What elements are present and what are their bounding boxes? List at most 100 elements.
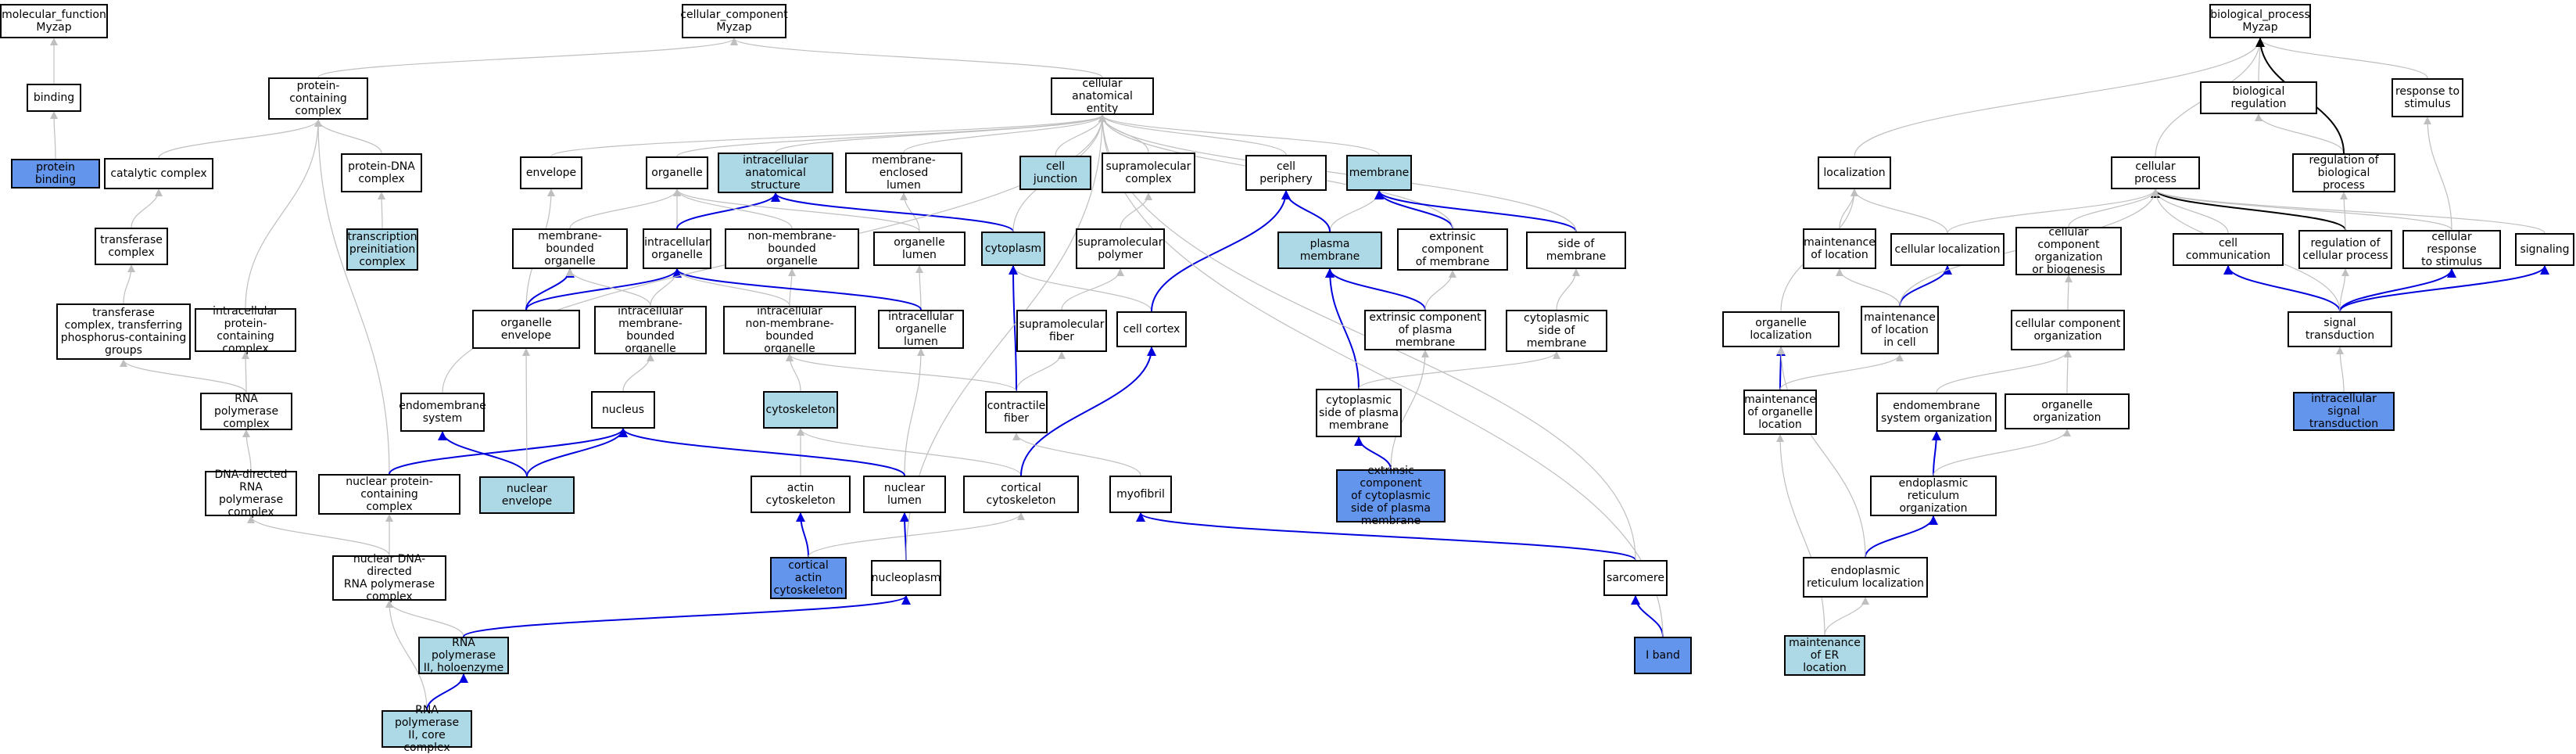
node-envelope[interactable]: envelope: [520, 156, 582, 189]
node-dna-directed-rna-polymerase-complex[interactable]: DNA-directed RNA polymerase complex: [205, 469, 297, 519]
node-sarcomere[interactable]: sarcomere: [1603, 560, 1668, 596]
node-intracellular-protein-containing-complex[interactable]: intracellular protein-containing complex: [195, 305, 296, 355]
edge-intracellular-signal-transduction-to-signal-transduction: [2336, 346, 2345, 393]
node-cell-periphery[interactable]: cell periphery: [1245, 155, 1327, 191]
node-cellular-anatomical-entity[interactable]: cellular anatomical entity: [1051, 77, 1154, 115]
node-cytoskeleton[interactable]: cytoskeleton: [763, 391, 838, 429]
node-protein-binding[interactable]: protein binding: [11, 159, 100, 188]
node-cytoplasm[interactable]: cytoplasm: [981, 232, 1045, 266]
node-intracellular-non-membrane-bounded-organelle[interactable]: intracellular non-membrane-bounded organ…: [723, 305, 856, 355]
node-cytoplasmic-side-of-membrane[interactable]: cytoplasmic side of membrane: [1506, 310, 1607, 352]
node-organelle-lumen[interactable]: organelle lumen: [873, 232, 966, 266]
node-rna-polymerase-ii-holoenzyme[interactable]: RNA polymerase II, holoenzyme: [418, 637, 509, 674]
node-contractile-fiber[interactable]: contractile fiber: [985, 391, 1048, 433]
edge-cc-organization-to-cc-org-biogenesis: [2064, 275, 2073, 311]
node-extrinsic-component-of-plasma-membrane[interactable]: extrinsic component of plasma membrane: [1364, 310, 1486, 350]
node-nuclear-protein-containing-complex[interactable]: nuclear protein-containing complex: [318, 474, 460, 515]
node-nuclear-dna-directed-rna-polymerase-complex[interactable]: nuclear DNA-directed RNA polymerase comp…: [332, 553, 446, 603]
node-transferase-complex-phosphorus[interactable]: transferase complex, transferring phosph…: [56, 303, 191, 360]
node-intracellular-signal-transduction[interactable]: intracellular signal transduction: [2293, 392, 2395, 431]
node-protein-dna-complex[interactable]: protein-DNA complex: [341, 153, 422, 192]
node-intracellular-organelle[interactable]: intracellular organelle: [643, 228, 711, 269]
node-molecular-function[interactable]: molecular_function Myzap: [0, 4, 108, 38]
node-supramolecular-polymer[interactable]: supramolecular polymer: [1076, 228, 1165, 269]
node-signal-transduction[interactable]: signal transduction: [2288, 311, 2392, 347]
edge-myofibril-to-contractile-fiber: [1012, 433, 1141, 476]
edge-cortical-actin-cytoskeleton-to-actin-cytoskeleton: [796, 512, 809, 558]
node-regulation-of-biological-process[interactable]: regulation of biological process: [2292, 153, 2395, 192]
node-nucleus[interactable]: nucleus: [591, 391, 655, 429]
node-rna-polymerase-ii-core-complex[interactable]: RNA polymerase II, core complex: [382, 704, 472, 754]
node-signaling[interactable]: signaling: [2515, 233, 2574, 266]
edge-rnapol-core-to-nuclear-dna-rnapol: [385, 600, 428, 711]
node-biological-process[interactable]: biological_process Myzap: [2209, 4, 2311, 38]
node-plasma-membrane[interactable]: plasma membrane: [1277, 232, 1382, 269]
node-protein-containing-complex[interactable]: protein-containing complex: [268, 77, 368, 120]
edge-signal-transduction-to-cellular-response-stimulus: [2339, 268, 2456, 312]
edge-er-organization-to-organelle-organization: [1933, 429, 2071, 476]
node-membrane-enclosed-lumen[interactable]: membrane-enclosed lumen: [845, 153, 962, 193]
node-cell-communication[interactable]: cell communication: [2173, 233, 2284, 266]
node-organelle-localization[interactable]: organelle localization: [1722, 311, 1840, 347]
edge-plasma-membrane-to-cell-periphery: [1281, 190, 1331, 232]
node-transcription-preinitiation-complex[interactable]: transcription preinitiation complex: [346, 228, 418, 271]
edge-cae-to-cc: [730, 38, 1103, 78]
node-cellular-response-to-stimulus[interactable]: cellular response to stimulus: [2402, 230, 2501, 269]
node-supramolecular-complex[interactable]: supramolecular complex: [1102, 153, 1195, 193]
node-i-band[interactable]: I band: [1634, 637, 1692, 674]
node-maintenance-of-organelle-location[interactable]: maintenance of organelle location: [1743, 390, 1817, 435]
edge-intracellular-mbo-to-membrane-bounded-organelle: [566, 268, 651, 307]
node-regulation-of-cellular-process[interactable]: regulation of cellular process: [2298, 230, 2392, 269]
edge-er-localization-to-organelle-localization: [1777, 346, 1866, 558]
node-intracellular-organelle-lumen[interactable]: intracellular organelle lumen: [878, 310, 964, 349]
node-organelle-organization[interactable]: organelle organization: [2005, 393, 2130, 429]
edge-organelle-envelope-to-intracellular-organelle: [525, 268, 682, 311]
node-membrane-bounded-organelle[interactable]: membrane-bounded organelle: [512, 228, 628, 269]
node-cortical-cytoskeleton[interactable]: cortical cytoskeleton: [963, 476, 1079, 513]
node-rna-polymerase-complex[interactable]: RNA polymerase complex: [200, 393, 292, 430]
node-biological-regulation[interactable]: biological regulation: [2200, 81, 2317, 114]
node-cell-cortex[interactable]: cell cortex: [1116, 311, 1187, 347]
edge-cellular-localization-to-cellular-process: [1947, 188, 2159, 234]
edge-maintenance-of-location-to-localization: [1839, 188, 1858, 229]
node-cell-junction[interactable]: cell junction: [1019, 156, 1091, 190]
node-binding[interactable]: binding: [27, 84, 81, 112]
node-cellular-component-organization-or-biogenesis[interactable]: cellular component organization or bioge…: [2015, 226, 2122, 276]
node-myofibril[interactable]: myofibril: [1109, 476, 1172, 513]
edge-nuclear-pcc-to-protein-complex: [314, 119, 390, 475]
edge-nucleus-to-intracellular-mbo: [622, 354, 654, 392]
node-extrinsic-component-of-membrane[interactable]: extrinsic component of membrane: [1397, 228, 1508, 271]
node-maintenance-of-location[interactable]: maintenance of location: [1803, 228, 1876, 269]
edge-cortical-cytoskeleton-to-cytoskeleton: [797, 428, 1022, 476]
node-endoplasmic-reticulum-organization[interactable]: endoplasmic reticulum organization: [1870, 476, 1997, 516]
node-membrane[interactable]: membrane: [1346, 155, 1412, 191]
node-non-membrane-bounded-organelle[interactable]: non-membrane-bounded organelle: [725, 228, 859, 269]
node-maintenance-of-er-location[interactable]: maintenance of ER location: [1784, 635, 1865, 676]
node-side-of-membrane[interactable]: side of membrane: [1526, 232, 1626, 269]
node-nuclear-lumen[interactable]: nuclear lumen: [863, 476, 946, 513]
node-nuclear-envelope[interactable]: nuclear envelope: [479, 476, 575, 514]
node-extrinsic-component-of-cytoplasmic-side-of-plasma-membrane[interactable]: extrinsic component of cytoplasmic side …: [1336, 465, 1446, 527]
node-catalytic-complex[interactable]: catalytic complex: [104, 158, 213, 189]
node-endomembrane-system[interactable]: endomembrane system: [399, 393, 486, 432]
node-actin-cytoskeleton[interactable]: actin cytoskeleton: [751, 476, 851, 513]
node-organelle-envelope[interactable]: organelle envelope: [472, 310, 580, 349]
node-supramolecular-fiber[interactable]: supramolecular fiber: [1016, 310, 1107, 352]
node-nucleoplasm[interactable]: nucleoplasm: [871, 560, 941, 596]
node-cellular-component[interactable]: cellular_component Myzap: [680, 4, 788, 38]
node-cytoplasmic-side-of-plasma-membrane[interactable]: cytoplasmic side of plasma membrane: [1316, 389, 1402, 437]
node-transferase-complex[interactable]: transferase complex: [95, 228, 168, 265]
node-endomembrane-system-organization[interactable]: endomembrane system organization: [1876, 393, 1997, 432]
node-maintenance-of-location-in-cell[interactable]: maintenance of location in cell: [1861, 306, 1939, 354]
node-endoplasmic-reticulum-localization[interactable]: endoplasmic reticulum localization: [1803, 557, 1928, 598]
node-cellular-localization[interactable]: cellular localization: [1890, 233, 2005, 266]
node-cellular-component-organization[interactable]: cellular component organization: [2011, 310, 2125, 350]
node-response-to-stimulus[interactable]: response to stimulus: [2391, 78, 2463, 117]
node-organelle[interactable]: organelle: [646, 156, 708, 189]
node-intracellular-anatomical-structure[interactable]: intracellular anatomical structure: [718, 153, 833, 193]
node-cellular-process[interactable]: cellular process: [2111, 156, 2200, 189]
node-intracellular-membrane-bounded-organelle[interactable]: intracellular membrane-bounded organelle: [594, 305, 707, 355]
edge-maintenance-er-location-to-er-localization: [1824, 597, 1869, 636]
node-localization[interactable]: localization: [1818, 156, 1891, 189]
node-cortical-actin-cytoskeleton[interactable]: cortical actin cytoskeleton: [770, 557, 847, 599]
